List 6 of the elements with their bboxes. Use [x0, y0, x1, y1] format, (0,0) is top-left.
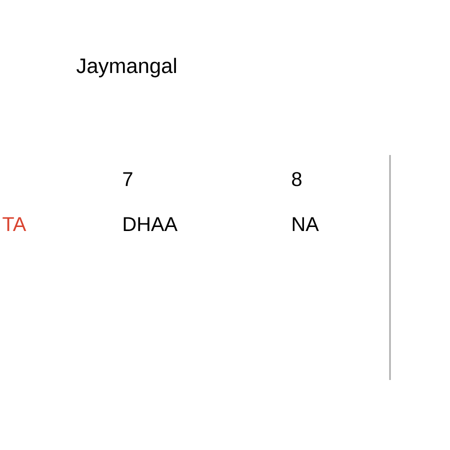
table-cell: TA	[2, 217, 26, 231]
title: Jaymangal	[76, 58, 176, 78]
table-cell: DHAA	[124, 217, 178, 231]
table-cell: 8	[292, 172, 302, 186]
table-cell: 7	[123, 172, 132, 186]
table-cell: NA	[292, 217, 319, 231]
